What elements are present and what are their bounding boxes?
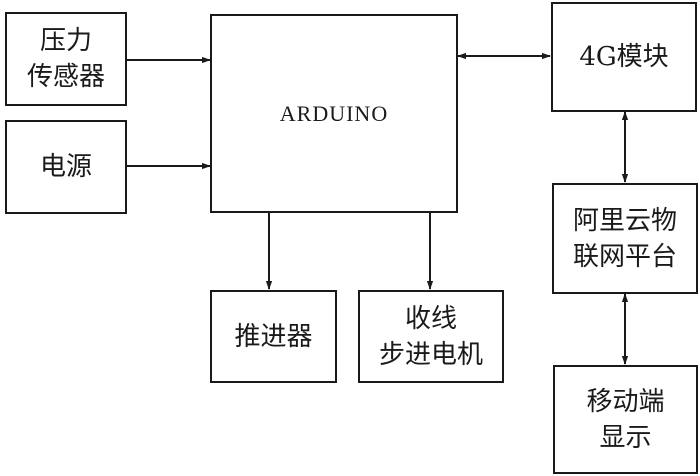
node-4g-module-label: 4G模块	[579, 42, 669, 72]
node-arduino: ARDUINO	[210, 14, 458, 213]
node-aliyun-iot-label: 阿里云物 联网平台	[572, 205, 677, 272]
node-power-label: 电源	[39, 152, 92, 182]
node-arduino-label: ARDUINO	[279, 100, 389, 126]
node-winding-motor: 收线 步进电机	[358, 290, 504, 383]
node-pressure-sensor-label: 压力 传感器	[26, 26, 105, 92]
node-mobile-display: 移动端 显示	[553, 365, 698, 474]
node-4g-module: 4G模块	[551, 2, 697, 112]
node-mobile-display-label: 移动端 显示	[586, 386, 665, 453]
node-pusher: 推进器	[210, 290, 337, 383]
node-winding-motor-label: 收线 步进电机	[378, 303, 483, 370]
node-pressure-sensor: 压力 传感器	[5, 12, 127, 106]
node-pusher-label: 推进器	[234, 321, 313, 352]
node-aliyun-iot: 阿里云物 联网平台	[552, 183, 698, 294]
node-power: 电源	[5, 120, 127, 214]
